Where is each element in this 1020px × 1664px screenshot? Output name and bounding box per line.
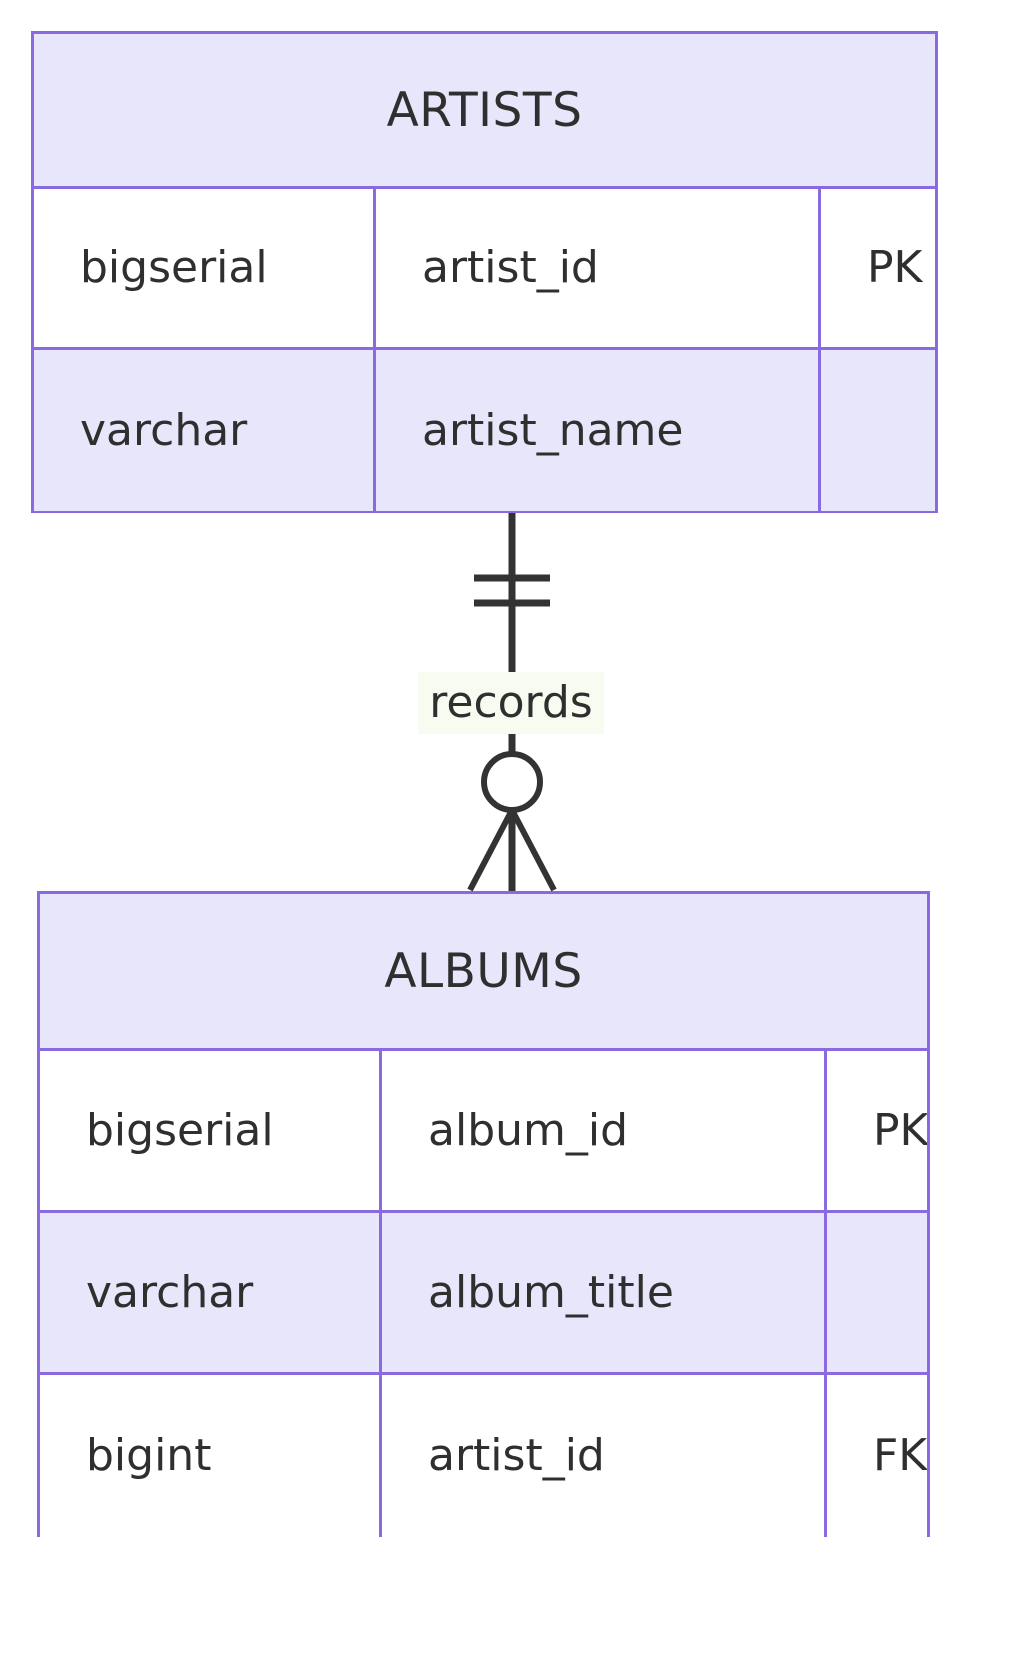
attribute-name: album_id: [382, 1051, 827, 1210]
cardinality-zero-circle-icon: [481, 751, 543, 813]
crows-foot-right-prong-icon: [509, 808, 557, 892]
attribute-name: artist_name: [376, 350, 821, 511]
attribute-key-badge: [821, 350, 935, 511]
table-row[interactable]: bigserial artist_id PK: [34, 189, 935, 350]
entity-artists-title: ARTISTS: [34, 34, 935, 189]
table-row[interactable]: bigint artist_id FK: [40, 1375, 927, 1537]
attribute-name: album_title: [382, 1213, 827, 1372]
attribute-name: artist_id: [376, 189, 821, 347]
entity-artists[interactable]: ARTISTS bigserial artist_id PK varchar a…: [31, 31, 938, 513]
attribute-key-badge: PK: [873, 1104, 927, 1156]
attribute-key-badge: PK: [867, 242, 923, 293]
attribute-type: varchar: [34, 350, 376, 511]
attribute-type: bigserial: [40, 1051, 382, 1210]
table-row[interactable]: varchar album_title: [40, 1213, 927, 1375]
attribute-name: artist_id: [382, 1375, 827, 1537]
relationship-label: records: [418, 672, 604, 734]
attribute-key-badge: FK: [873, 1430, 927, 1481]
entity-albums-title: ALBUMS: [40, 894, 927, 1051]
attribute-type: bigint: [40, 1375, 382, 1537]
entity-albums[interactable]: ALBUMS bigserial album_id PK varchar alb…: [37, 891, 930, 1537]
table-row[interactable]: varchar artist_name: [34, 350, 935, 511]
attribute-type: bigserial: [34, 189, 376, 347]
crows-foot-left-prong-icon: [467, 808, 515, 892]
attribute-type: varchar: [40, 1213, 382, 1372]
table-row[interactable]: bigserial album_id PK: [40, 1051, 927, 1213]
attribute-key-badge: [827, 1213, 927, 1372]
